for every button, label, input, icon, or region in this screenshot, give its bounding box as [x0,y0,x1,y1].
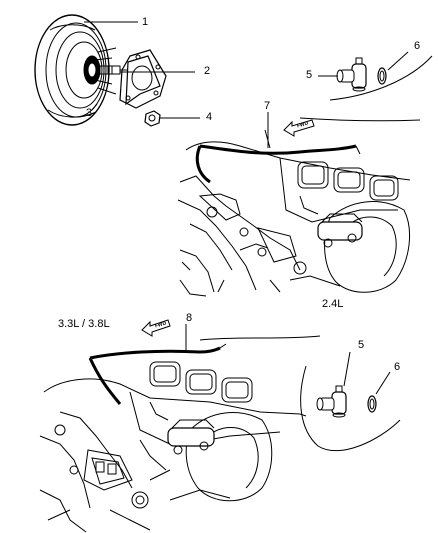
push-rod [95,65,127,75]
check-valve [316,385,347,418]
callout-7: 7 [264,100,271,112]
fwd-arrow-icon [141,319,171,337]
seal [367,395,377,413]
callout-6: 6 [394,361,401,373]
engine-label-3.3l-3.8l: 3.3L / 3.8L [58,318,110,330]
callout-4: 4 [206,111,213,123]
gasket [119,49,167,109]
mounting-studs [94,47,117,95]
brake-booster [34,14,110,126]
nut [144,110,161,127]
engine-2.4l [177,117,421,297]
vacuum-hose-3.3l-3.8l [88,324,227,405]
callout-8: 8 [186,312,193,324]
vacuum-hose-2.4l [195,129,361,184]
callout-3: 3 [86,107,93,119]
fwd-arrow-icon [283,119,315,137]
callout-1: 1 [142,16,149,28]
callout-2: 2 [204,65,211,77]
check-valve [336,57,367,92]
seal [377,67,387,85]
callout-5: 5 [306,69,313,81]
engine-3.3l-3.8l [39,335,321,533]
callout-5: 5 [358,339,365,351]
engine-label-2.4l: 2.4L [322,298,344,310]
callout-6: 6 [414,40,421,52]
